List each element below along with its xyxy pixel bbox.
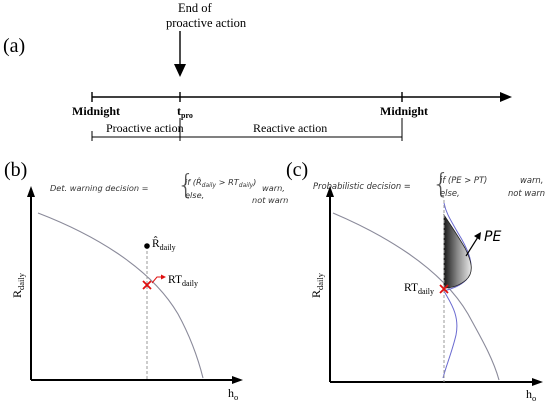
panel-b-x-label: ho	[228, 386, 238, 401]
svg-text:not warn: not warn	[252, 195, 288, 205]
svg-text:warn,: warn,	[262, 183, 285, 193]
panel-c-threshold-label: RTdaily	[404, 282, 434, 296]
svg-text:Probabilistic decision =: Probabilistic decision =	[313, 181, 411, 191]
pe-label: PE	[484, 229, 501, 245]
threshold-label: RTdaily	[168, 274, 198, 288]
svg-text:{: {	[432, 167, 450, 200]
forecast-pdf-curve	[442, 202, 472, 379]
panel-b-threshold-curve	[37, 212, 204, 379]
end-proactive-label-line2: proactive action	[166, 16, 247, 30]
panel-c: (c) Probabilistic decision = { if (PE > …	[286, 159, 545, 401]
midnight-left-label: Midnight	[72, 104, 120, 118]
panel-b-y-label: Rdaily	[10, 272, 26, 298]
end-proactive-arrowhead	[174, 64, 186, 77]
panel-a: (a) End of proactive action Midnight tpr…	[3, 1, 512, 141]
svg-text:Det. warning decision =: Det. warning decision =	[50, 183, 149, 193]
panel-c-label: (c)	[286, 159, 308, 181]
end-proactive-label-line1: End of	[178, 1, 213, 15]
reactive-action-label: Reactive action	[253, 121, 327, 135]
midnight-right-label: Midnight	[380, 104, 428, 118]
svg-text:else,: else,	[185, 190, 204, 200]
svg-text:else,: else,	[440, 188, 460, 198]
t-pro-label: tpro	[177, 104, 193, 120]
panel-b: (b) Det. warning decision = { if (R̂dail…	[4, 159, 288, 401]
svg-text:{: {	[177, 168, 195, 201]
panel-c-threshold-cross	[439, 284, 449, 294]
panel-a-label: (a)	[3, 35, 25, 57]
panel-c-threshold-curve	[332, 212, 500, 381]
exceedance-area	[443, 213, 472, 289]
svg-text:if (R̂daily > RTdaily): if (R̂daily > RTdaily)	[185, 177, 256, 189]
forecast-point	[144, 243, 150, 249]
threshold-pointer	[151, 276, 162, 284]
panel-c-y-label: Rdaily	[309, 272, 325, 298]
svg-text:not warn: not warn	[508, 188, 545, 198]
pe-pointer	[465, 236, 479, 257]
svg-text:warn,: warn,	[520, 175, 543, 185]
prob-decision-formula: Probabilistic decision = { if (PE > PT) …	[313, 167, 545, 200]
forecast-label: R̂daily	[152, 236, 176, 252]
det-decision-formula: Det. warning decision = { if (R̂daily > …	[50, 168, 288, 205]
threshold-cross	[142, 280, 152, 290]
timeline-arrowhead	[500, 92, 512, 102]
svg-text:if (PE > PT): if (PE > PT)	[440, 175, 487, 185]
panel-c-x-label: ho	[526, 387, 536, 401]
panel-b-label: (b)	[4, 159, 27, 181]
proactive-action-label: Proactive action	[106, 121, 184, 135]
